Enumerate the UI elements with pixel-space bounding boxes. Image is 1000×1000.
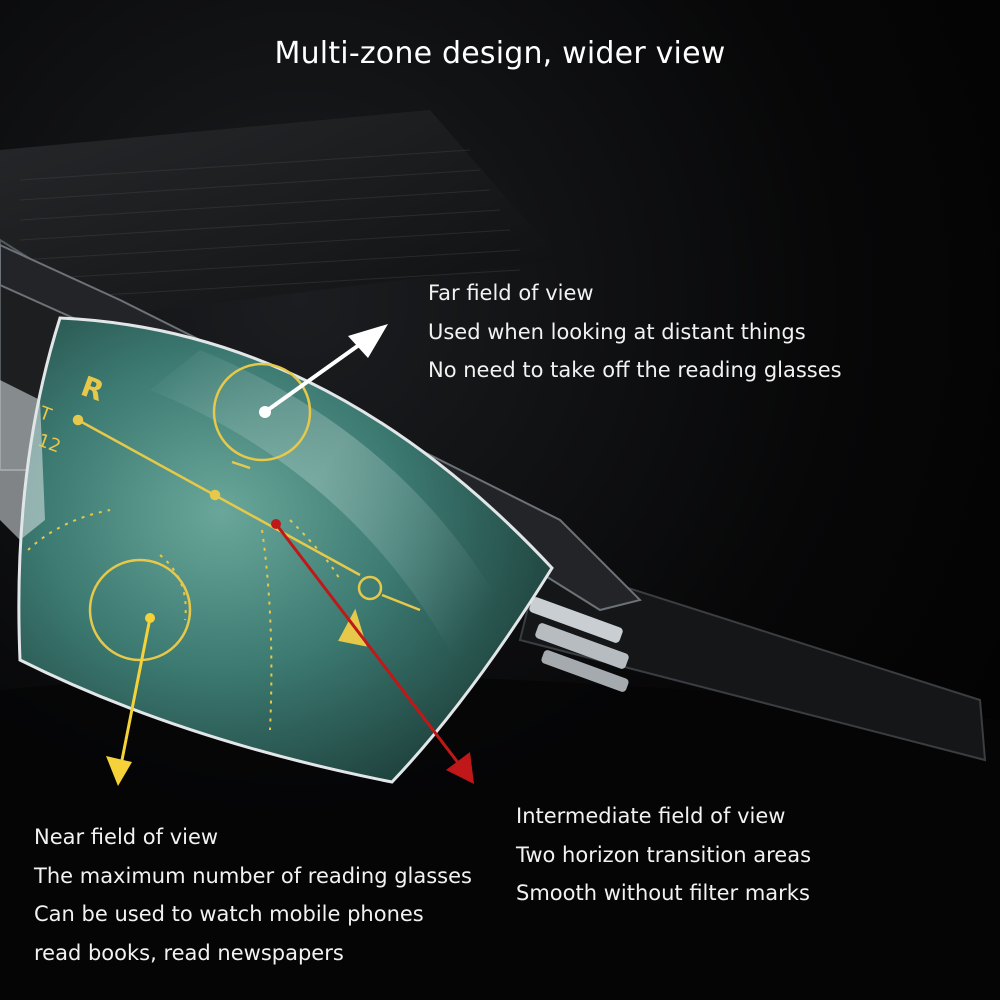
table-surface xyxy=(0,675,1000,1000)
intermediate-zone-line: Two horizon transition areas xyxy=(516,842,812,867)
near-zone-line: read books, read newspapers xyxy=(34,940,344,965)
lens-guide-marks xyxy=(72,362,421,662)
far-zone-title: Far field of view xyxy=(428,281,594,305)
lens xyxy=(17,316,554,784)
fabric-backdrop xyxy=(0,110,560,330)
near-zone-line: Can be used to watch mobile phones xyxy=(34,902,424,926)
intermediate-zone-caption: Intermediate field of view Two horizon t… xyxy=(516,797,811,913)
near-arrow xyxy=(120,617,152,761)
far-zone-caption: Far field of view Used when looking at d… xyxy=(428,274,842,390)
intermediate-origin-dot xyxy=(271,519,281,529)
headline: Multi-zone design, wider view xyxy=(274,36,726,71)
far-origin-dot xyxy=(259,406,271,418)
temple-arm xyxy=(518,558,987,762)
far-zone-line: Used when looking at distant things xyxy=(428,319,806,344)
far-arrowhead-icon xyxy=(348,324,388,358)
far-zone-line: No need to take off the reading glasses xyxy=(428,358,842,382)
intermediate-zone-line: Smooth without filter marks xyxy=(516,881,810,905)
near-arrowhead-icon xyxy=(106,756,132,786)
near-zone-line: The maximum number of reading glasses xyxy=(34,863,472,888)
intermediate-arrow xyxy=(274,523,464,769)
intermediate-arrowhead-icon xyxy=(446,752,474,784)
near-zone-caption: Near field of view The maximum number of… xyxy=(34,818,472,972)
intermediate-zone-title: Intermediate field of view xyxy=(516,804,786,828)
nose-pad xyxy=(0,380,45,540)
lens-dotted-marks xyxy=(27,509,341,731)
hinge-detail xyxy=(529,597,629,692)
near-origin-dot xyxy=(145,613,155,623)
lens-sheen xyxy=(150,350,520,690)
fabric-texture xyxy=(19,149,521,301)
near-zone-title: Near field of view xyxy=(34,825,219,849)
